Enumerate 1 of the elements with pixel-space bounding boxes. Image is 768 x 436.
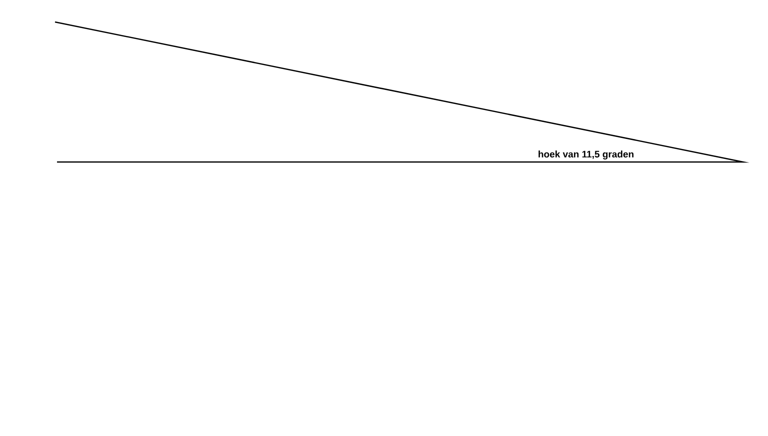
angle-label: hoek van 11,5 graden: [538, 150, 634, 160]
